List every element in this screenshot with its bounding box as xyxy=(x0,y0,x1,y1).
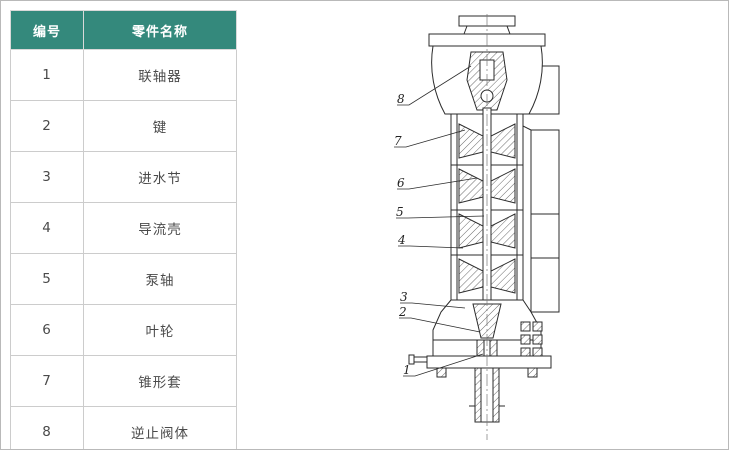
table-row: 1 联轴器 xyxy=(10,49,237,101)
part-name: 逆止阀体 xyxy=(83,406,237,449)
part-name: 导流壳 xyxy=(83,202,237,254)
callout-4: 4 xyxy=(397,233,406,247)
part-id: 3 xyxy=(10,151,84,203)
leader-line-5 xyxy=(396,215,485,219)
part-name: 联轴器 xyxy=(83,49,237,101)
leader-line-1 xyxy=(403,353,484,377)
part-id: 5 xyxy=(10,253,84,305)
leader-line-3 xyxy=(400,302,466,309)
table-row: 3 进水节 xyxy=(10,151,237,203)
table-row: 6 叶轮 xyxy=(10,304,237,356)
leader-line-7 xyxy=(394,129,466,148)
part-id: 6 xyxy=(10,304,84,356)
leader-line-8 xyxy=(397,65,472,106)
parts-table: 编号 零件名称 1 联轴器 2 键 3 进水节 4 导流壳 5 xyxy=(10,10,237,449)
pump-drawing: 8 7 6 5 4 3 2 1 xyxy=(237,8,728,444)
part-id: 7 xyxy=(10,355,84,407)
part-name: 键 xyxy=(83,100,237,152)
pump-outline xyxy=(408,15,560,423)
table-row: 5 泵轴 xyxy=(10,253,237,305)
part-name: 锥形套 xyxy=(83,355,237,407)
callout-3: 3 xyxy=(400,290,408,304)
table-row: 2 键 xyxy=(10,100,237,152)
part-name: 叶轮 xyxy=(83,304,237,356)
outer-jacket xyxy=(530,129,560,313)
callout-1: 1 xyxy=(403,363,411,377)
callout-7: 7 xyxy=(394,134,402,148)
part-name: 进水节 xyxy=(83,151,237,203)
col-header-name: 零件名称 xyxy=(83,10,237,50)
part-name: 泵轴 xyxy=(83,253,237,305)
callout-6: 6 xyxy=(397,176,405,190)
leader-line-2 xyxy=(399,317,481,333)
table-row: 4 导流壳 xyxy=(10,202,237,254)
part-id: 4 xyxy=(10,202,84,254)
table-row: 7 锥形套 xyxy=(10,355,237,407)
table-row: 8 逆止阀体 xyxy=(10,406,237,449)
part-id: 2 xyxy=(10,100,84,152)
part-id: 8 xyxy=(10,406,84,449)
callout-8: 8 xyxy=(397,92,405,106)
leader-line-6 xyxy=(397,177,478,190)
callout-5: 5 xyxy=(396,205,404,219)
col-header-id: 编号 xyxy=(10,10,84,50)
table-header-row: 编号 零件名称 xyxy=(10,10,237,50)
leader-line-4 xyxy=(398,245,464,249)
callout-2: 2 xyxy=(398,305,407,319)
leader-lines xyxy=(394,65,485,377)
part-id: 1 xyxy=(10,49,84,101)
